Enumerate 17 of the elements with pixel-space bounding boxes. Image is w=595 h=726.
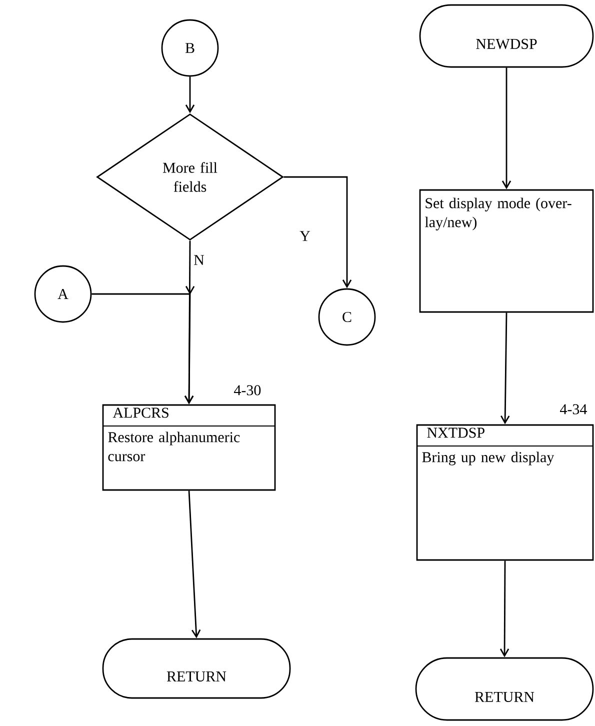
terminal-box: RETURN <box>102 638 291 699</box>
page-reference: 4-34 <box>560 404 587 414</box>
process-box: NXTDSP Bring up new display <box>416 424 594 561</box>
terminal-box: NEWDSP <box>419 4 594 68</box>
process-box: Set display mode (over- lay/new) <box>419 189 594 313</box>
arrow <box>500 560 510 658</box>
arrow <box>185 76 195 114</box>
process-box: ALPCRS Restore alphanumeric cursor <box>102 404 276 491</box>
terminal-box: RETURN <box>415 657 594 721</box>
edge-label: N <box>192 254 206 266</box>
arrow <box>502 68 512 190</box>
arrow <box>188 490 201 638</box>
arrow <box>500 312 510 424</box>
arrow <box>92 286 195 404</box>
page-reference: 4-30 <box>234 385 261 396</box>
edge-label: Y <box>298 230 312 242</box>
arrow <box>284 176 352 288</box>
